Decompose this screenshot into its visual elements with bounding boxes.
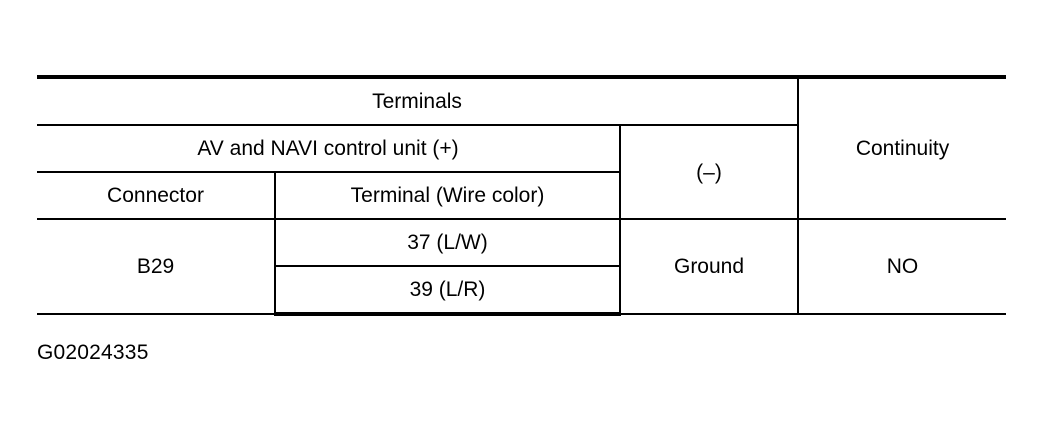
header-row-columns: Connector Terminal (Wire color) — [37, 171, 1006, 220]
cell-terminal: 37 (L/W) — [274, 218, 621, 267]
header-positive-group: AV and NAVI control unit (+) — [37, 124, 621, 173]
header-negative: (–) — [619, 124, 800, 220]
continuity-table: Terminals Continuity AV and NAVI control… — [37, 75, 1007, 316]
table-row: 39 (L/R) — [37, 265, 1006, 316]
cell-continuity: NO — [797, 218, 1007, 315]
header-row-unit: AV and NAVI control unit (+) (–) — [37, 124, 1006, 220]
header-row-terminals: Terminals Continuity — [37, 75, 1007, 220]
header-terminal-wire-color: Terminal (Wire color) — [274, 171, 621, 220]
table-row: B29 37 (L/W) Ground NO — [37, 218, 1007, 315]
header-connector: Connector — [37, 171, 276, 220]
continuity-table-container: Terminals Continuity AV and NAVI control… — [37, 75, 1007, 316]
header-continuity: Continuity — [797, 75, 1007, 220]
cell-terminal: 39 (L/R) — [274, 265, 621, 316]
cell-connector: B29 — [37, 218, 276, 315]
header-terminals: Terminals — [37, 75, 800, 126]
figure-id: G02024335 — [37, 341, 149, 364]
cell-negative: Ground — [619, 218, 800, 315]
